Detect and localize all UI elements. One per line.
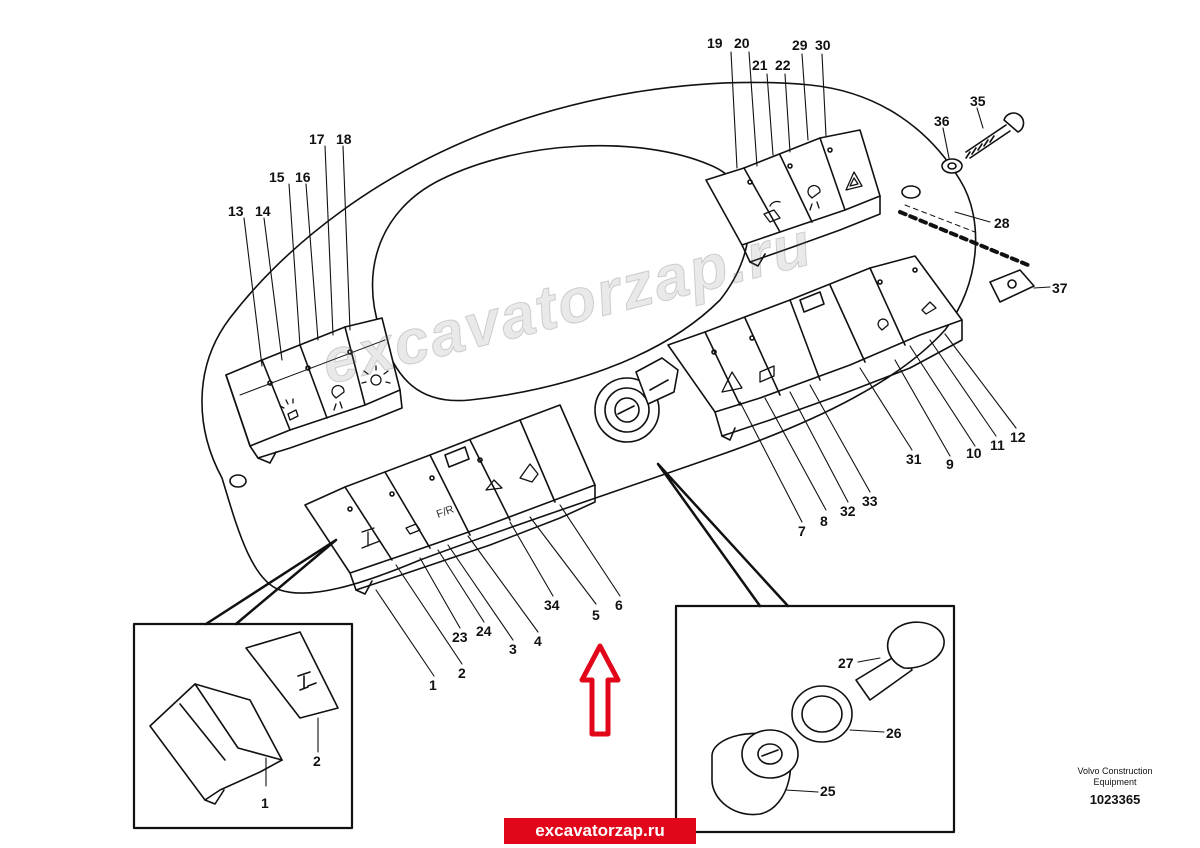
- label-12: 12: [1010, 429, 1026, 445]
- brand-line-1: Volvo Construction: [1077, 766, 1153, 776]
- label-5: 5: [592, 607, 600, 623]
- detail-right-parts: [711, 621, 945, 816]
- label-35: 35: [970, 93, 986, 109]
- detail-left-switch: [149, 631, 339, 805]
- mount-hole-left: [229, 474, 247, 488]
- red-up-arrow: [579, 643, 621, 737]
- label-6: 6: [615, 597, 623, 613]
- label-23: 23: [452, 629, 468, 645]
- label-2: 2: [458, 665, 466, 681]
- switch-group-left-lower: [304, 404, 596, 595]
- detail-label-2: 2: [313, 753, 321, 769]
- switch-group-left-upper: [225, 317, 403, 464]
- detail-label-26: 26: [886, 725, 902, 741]
- label-24: 24: [476, 623, 492, 639]
- key-switch-icon: [594, 357, 679, 443]
- washer-icon: [941, 158, 963, 174]
- label-30: 30: [815, 37, 831, 53]
- panel-outline: [201, 81, 977, 594]
- label-37: 37: [1052, 280, 1068, 296]
- label-15: 15: [269, 169, 285, 185]
- label-13: 13: [228, 203, 244, 219]
- label-31: 31: [906, 451, 922, 467]
- detail-label-1: 1: [261, 795, 269, 811]
- label-9: 9: [946, 456, 954, 472]
- detail-box-right: [674, 604, 956, 834]
- quick-coupler-icon: [361, 463, 539, 549]
- label-28: 28: [994, 215, 1010, 231]
- label-18: 18: [336, 131, 352, 147]
- label-34: 34: [544, 597, 560, 613]
- wiper-icon: [763, 184, 821, 223]
- label-4: 4: [534, 633, 542, 649]
- detail-label-27: 27: [838, 655, 854, 671]
- label-32: 32: [840, 503, 856, 519]
- site-label[interactable]: excavatorzap.ru: [504, 818, 696, 844]
- fr-icon: F/R: [435, 503, 456, 520]
- mount-dash-line: [898, 210, 1030, 267]
- clip-icon: [989, 269, 1035, 303]
- mount-dash-line-thin: [904, 204, 976, 233]
- label-3: 3: [509, 641, 517, 657]
- detail-box-left: [132, 622, 354, 830]
- hazard-triangle-icon: [721, 301, 937, 393]
- document-number: 1023365: [1089, 792, 1141, 807]
- label-19: 19: [707, 35, 723, 51]
- worklight-icon: [279, 365, 391, 421]
- label-7: 7: [798, 523, 806, 539]
- label-17: 17: [309, 131, 325, 147]
- mount-hole-right: [901, 185, 921, 199]
- label-16: 16: [295, 169, 311, 185]
- label-11: 11: [990, 437, 1005, 453]
- bolt-icon: [965, 112, 1025, 159]
- label-14: 14: [255, 203, 271, 219]
- label-36: 36: [934, 113, 950, 129]
- part-number-labels: 13 14 15 16 17 18 19 20 21 22 29 30 35 3…: [228, 35, 1068, 811]
- detail-label-25: 25: [820, 783, 836, 799]
- label-8: 8: [820, 513, 828, 529]
- switch-group-right-lower: [667, 255, 963, 441]
- label-33: 33: [862, 493, 878, 509]
- label-10: 10: [966, 445, 982, 461]
- label-1: 1: [429, 677, 437, 693]
- label-21: 21: [752, 57, 768, 73]
- brand-text: Volvo Construction Equipment: [1062, 766, 1168, 788]
- brand-line-2: Equipment: [1093, 777, 1137, 787]
- hazard-icon: [845, 171, 863, 191]
- label-29: 29: [792, 37, 808, 53]
- label-22: 22: [775, 57, 791, 73]
- detail-right-zoom: [656, 462, 790, 608]
- switch-group-right-upper: [705, 129, 881, 267]
- detail-left-zoom: [204, 538, 338, 626]
- label-20: 20: [734, 35, 750, 51]
- callout-lines: [243, 51, 1051, 677]
